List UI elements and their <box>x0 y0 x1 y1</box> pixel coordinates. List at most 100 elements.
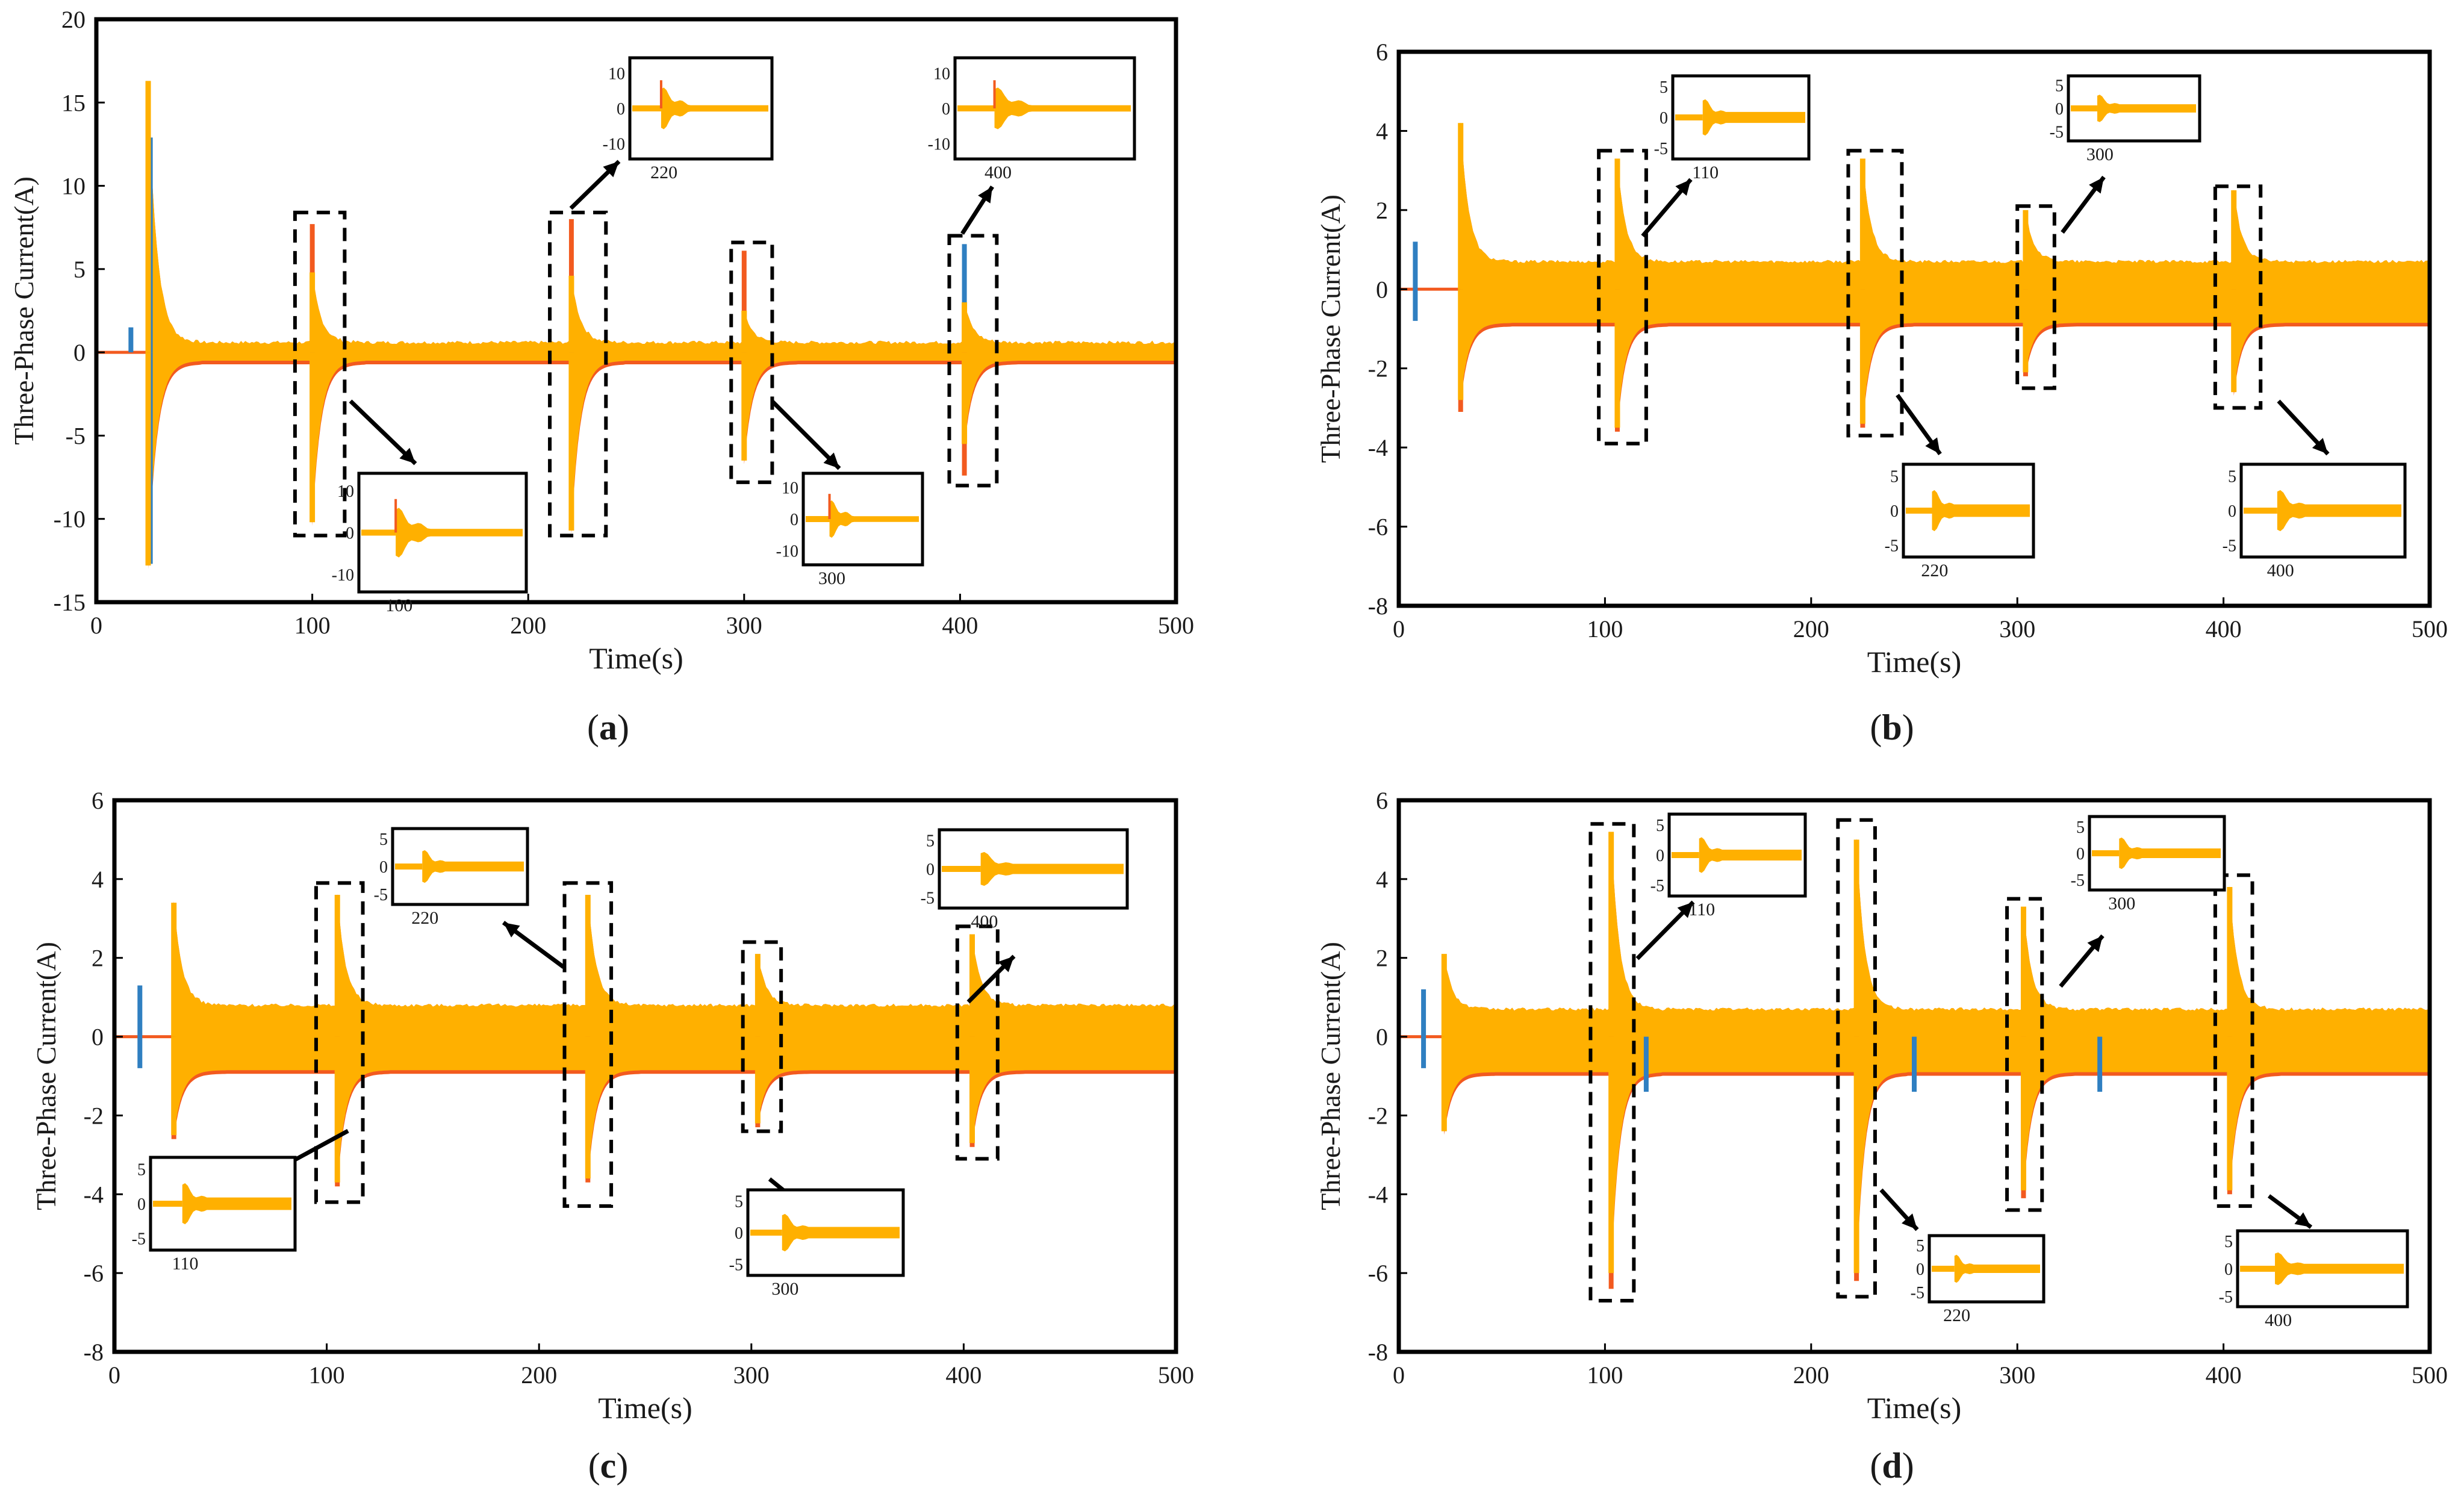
inset-waveform <box>2119 837 2221 870</box>
inset-waveform <box>994 87 1131 129</box>
inset-y-tick-label: 0 <box>2076 845 2085 864</box>
inset-y-tick-label: 0 <box>1660 109 1668 128</box>
zoom-box-3 <box>2213 873 2254 1208</box>
x-tick-label: 300 <box>1999 615 2035 643</box>
zoom-box-2 <box>741 940 783 1133</box>
panel-caption: (a) <box>587 708 629 747</box>
x-tick-label: 100 <box>1587 615 1623 643</box>
inset-x-tick-label: 100 <box>385 596 412 615</box>
inset-y-tick-label: 0 <box>1656 847 1664 865</box>
panel-caption: (c) <box>588 1446 629 1486</box>
inset-y-tick-label: -5 <box>2219 1288 2233 1307</box>
series-phase-c-band <box>1444 833 2430 1274</box>
inset-waveform <box>1954 1254 2040 1283</box>
inset-y-tick-label: 0 <box>1890 502 1899 521</box>
x-axis-label: Time(s) <box>1867 1391 1962 1425</box>
x-tick-label: 0 <box>90 612 102 639</box>
inset-y-tick-label: -10 <box>603 135 625 154</box>
x-axis-label: Time(s) <box>589 641 683 675</box>
inset-y-tick-label: 0 <box>2224 1260 2233 1279</box>
zoom-arrow-2 <box>770 399 841 470</box>
x-tick-label: 200 <box>521 1361 557 1389</box>
inset-y-tick-label: 5 <box>735 1193 743 1212</box>
y-tick-label: -4 <box>1368 1181 1388 1208</box>
plot-frame <box>112 798 1178 1354</box>
x-tick-label: 0 <box>108 1361 120 1389</box>
series-phase-c-band <box>173 894 1177 1183</box>
inset-y-tick-label: -10 <box>776 542 798 561</box>
zoom-arrow-head-3 <box>2312 438 2328 454</box>
zoom-box-1 <box>562 881 614 1208</box>
series-phase-c-band <box>148 81 1177 566</box>
y-tick-label: -4 <box>1368 434 1388 461</box>
inset-x-tick-label: 300 <box>2086 145 2114 164</box>
x-tick-label: 300 <box>726 612 762 639</box>
inset-y-tick-label: 5 <box>2228 468 2236 487</box>
inset-y-tick-label: 0 <box>2228 502 2236 521</box>
y-axis-label: Three-Phase Current(A) <box>31 942 61 1210</box>
y-tick-label: 4 <box>1376 117 1388 145</box>
zoom-arrow-head-1 <box>1902 1213 1917 1230</box>
inset-y-tick-label: 5 <box>1916 1237 1924 1256</box>
zoom-box-3 <box>955 924 1000 1161</box>
zoom-arrow-head-0 <box>1675 179 1691 196</box>
y-tick-label: 6 <box>92 787 104 814</box>
inset-waveform <box>782 1213 900 1252</box>
inset-waveform <box>1702 99 1805 136</box>
zoom-box-2 <box>729 240 774 484</box>
y-tick-label: -8 <box>1368 1339 1388 1366</box>
inset-y-tick-label: -5 <box>2223 537 2236 556</box>
y-tick-label: 10 <box>61 173 86 200</box>
inset-y-tick-label: -5 <box>729 1256 743 1275</box>
inset-waveform <box>1699 837 1802 873</box>
y-tick-label: 0 <box>1376 1024 1388 1051</box>
x-tick-label: 400 <box>2206 1361 2242 1389</box>
inset-y-tick-label: 0 <box>926 860 935 879</box>
y-tick-label: 2 <box>1376 197 1388 224</box>
y-tick-label: -6 <box>84 1260 104 1287</box>
zoom-arrow-head-1 <box>1925 437 1940 454</box>
inset-y-tick-label: 5 <box>2224 1233 2233 1251</box>
zoom-box-0 <box>1597 149 1648 446</box>
inset-x-tick-label: 220 <box>1921 561 1948 580</box>
x-tick-label: 100 <box>294 612 331 639</box>
x-axis-label: Time(s) <box>1867 645 1962 679</box>
x-tick-label: 100 <box>309 1361 345 1389</box>
plot-frame <box>94 17 1178 605</box>
inset-y-tick-label: 0 <box>379 858 388 877</box>
inset-y-tick-label: 10 <box>782 479 798 498</box>
inset-waveform <box>396 508 523 558</box>
zoom-arrow-head-3 <box>2294 1212 2311 1227</box>
x-tick-label: 200 <box>510 612 546 639</box>
x-tick-label: 500 <box>2412 615 2448 643</box>
x-tick-label: 200 <box>1793 615 1829 643</box>
inset-y-tick-label: 5 <box>2055 77 2064 96</box>
zoom-box-2 <box>2015 204 2056 390</box>
inset-y-tick-label: 5 <box>2076 818 2085 837</box>
inset-x-tick-label: 400 <box>985 163 1012 182</box>
y-tick-label: 5 <box>73 256 86 283</box>
y-tick-label: -6 <box>1368 1260 1388 1287</box>
inset-y-tick-label: 0 <box>790 511 798 529</box>
inset-y-tick-label: 5 <box>1890 468 1899 487</box>
x-tick-label: 500 <box>2412 1361 2448 1389</box>
y-tick-label: -6 <box>1368 514 1388 541</box>
zoom-arrow-head-2 <box>823 452 839 468</box>
y-tick-label: 2 <box>92 945 104 972</box>
y-tick-label: 0 <box>1376 276 1388 303</box>
inset-x-tick-label: 400 <box>2265 1310 2292 1330</box>
inset-y-tick-label: -10 <box>332 566 354 585</box>
